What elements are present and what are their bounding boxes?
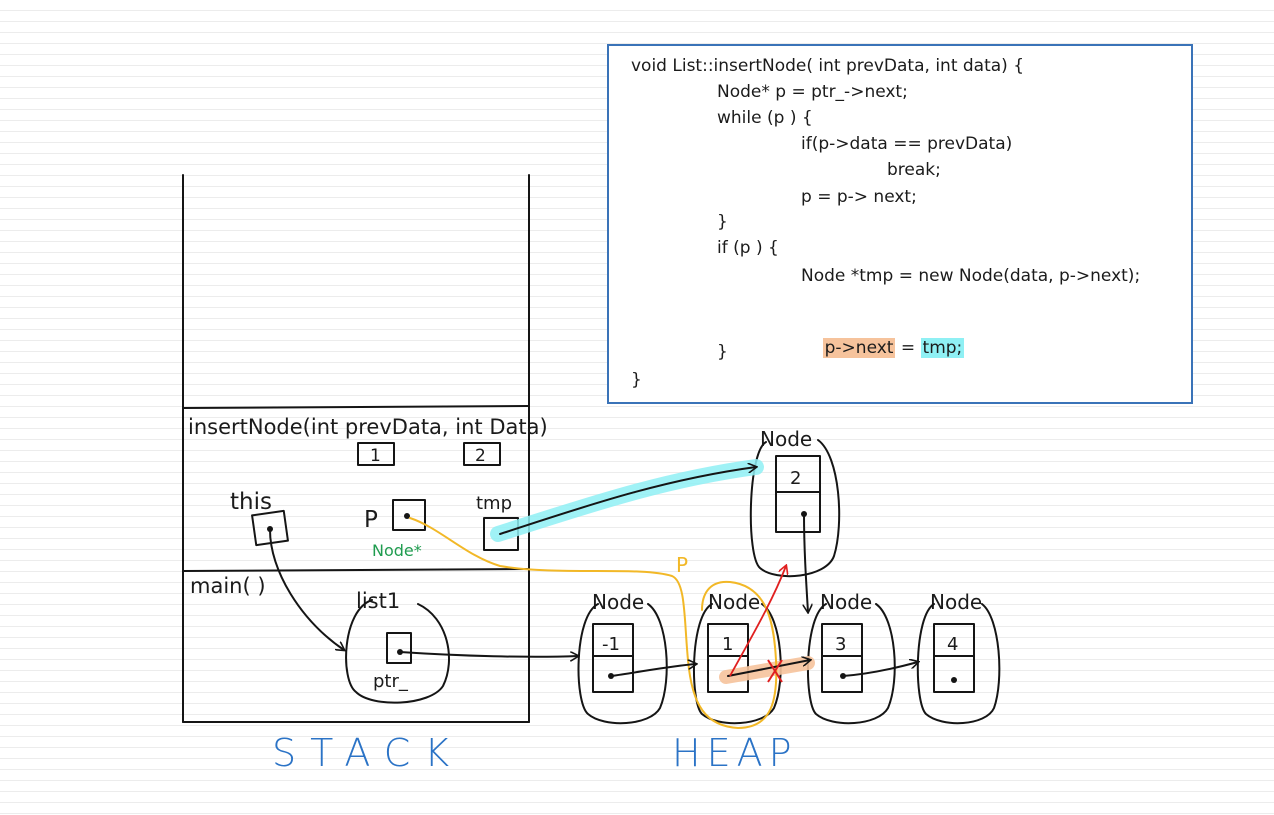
heap-node-label: Node	[760, 427, 812, 451]
node-3-to-node-4-arrow	[842, 662, 918, 677]
heap-p-marker: P	[676, 553, 688, 577]
code-line-11: }	[717, 342, 728, 362]
heap-node-value: -1	[602, 634, 620, 655]
tmp-pointer-highlight	[490, 459, 764, 542]
code-line-2: Node* p = ptr_->next;	[717, 82, 908, 102]
ptr-box	[386, 632, 412, 664]
code-line-10: p->next = tmp;	[801, 318, 965, 378]
code-line-1: void List::insertNode( int prevData, int…	[631, 56, 1025, 76]
heap-node-1: Node 1	[692, 590, 782, 725]
heap-node-3: Node 3	[806, 590, 896, 725]
code-line-4: if(p->data == prevData)	[801, 134, 1013, 154]
heap-node-label: Node	[820, 590, 872, 614]
ptr-to-node-minus1-arrow	[399, 652, 578, 657]
stack-divider-main	[182, 568, 530, 572]
list1-label: list1	[356, 589, 400, 613]
heap-node-value: 3	[835, 634, 846, 655]
heap-node-value: 1	[722, 634, 733, 655]
data-value: 2	[475, 446, 486, 466]
heap-node-2-new: Node 2	[749, 427, 841, 578]
prev-data-value: 1	[370, 446, 381, 466]
insert-node-frame-label: insertNode(int prevData, int Data)	[188, 415, 548, 439]
stack-frame	[182, 174, 530, 723]
old-link-cross-mark	[767, 659, 783, 683]
this-label: this	[230, 489, 272, 515]
ptr-label: ptr_	[373, 671, 409, 692]
code-line-5: break;	[887, 160, 941, 180]
heap-node-minus1: Node -1	[577, 590, 668, 725]
heap-node-label: Node	[592, 590, 644, 614]
node-1-to-node-2-new-arrow	[729, 566, 786, 677]
heap-node-value: 2	[790, 468, 801, 489]
code-line-3: while (p ) {	[717, 108, 813, 128]
code-line-12: }	[631, 370, 642, 390]
tmp-to-node-2-arrow	[499, 467, 756, 535]
code-highlight-p-next: p->next	[822, 338, 896, 358]
code-line-8: if (p ) {	[717, 238, 779, 258]
heap-node-4: Node 4	[916, 590, 1001, 725]
p-label: P	[364, 507, 378, 533]
heap-node-label: Node	[708, 590, 760, 614]
code-line-6: p = p-> next;	[801, 187, 917, 207]
data-box: 2	[463, 442, 501, 466]
this-box	[251, 509, 289, 547]
p-pointer-yellow	[409, 517, 778, 730]
heap-node-value: 4	[947, 634, 958, 655]
heap-node-label: Node	[930, 590, 982, 614]
this-to-list1-arrow	[269, 529, 344, 650]
node-2-to-node-3-arrow	[804, 513, 808, 612]
node-minus1-to-node-1-arrow	[610, 664, 696, 677]
tmp-label: tmp	[476, 493, 512, 514]
p-dot	[404, 513, 410, 519]
heap-caption: HEAP	[672, 731, 798, 775]
code-assign: =	[895, 338, 921, 358]
code-line-9: Node *tmp = new Node(data, p->next);	[801, 266, 1141, 286]
p-box	[392, 499, 426, 531]
code-box: void List::insertNode( int prevData, int…	[607, 44, 1193, 404]
list1-object: list1 ptr_	[345, 589, 450, 704]
stack-divider-top	[182, 405, 530, 409]
main-label: main( )	[190, 574, 266, 598]
code-highlight-tmp: tmp;	[920, 338, 965, 358]
p-type-label: Node*	[372, 541, 422, 560]
prev-data-box: 1	[357, 442, 395, 466]
stack-caption: STACK	[272, 731, 463, 775]
node-1-to-node-3-old-arrow	[727, 660, 810, 677]
code-line-7: }	[717, 212, 728, 232]
